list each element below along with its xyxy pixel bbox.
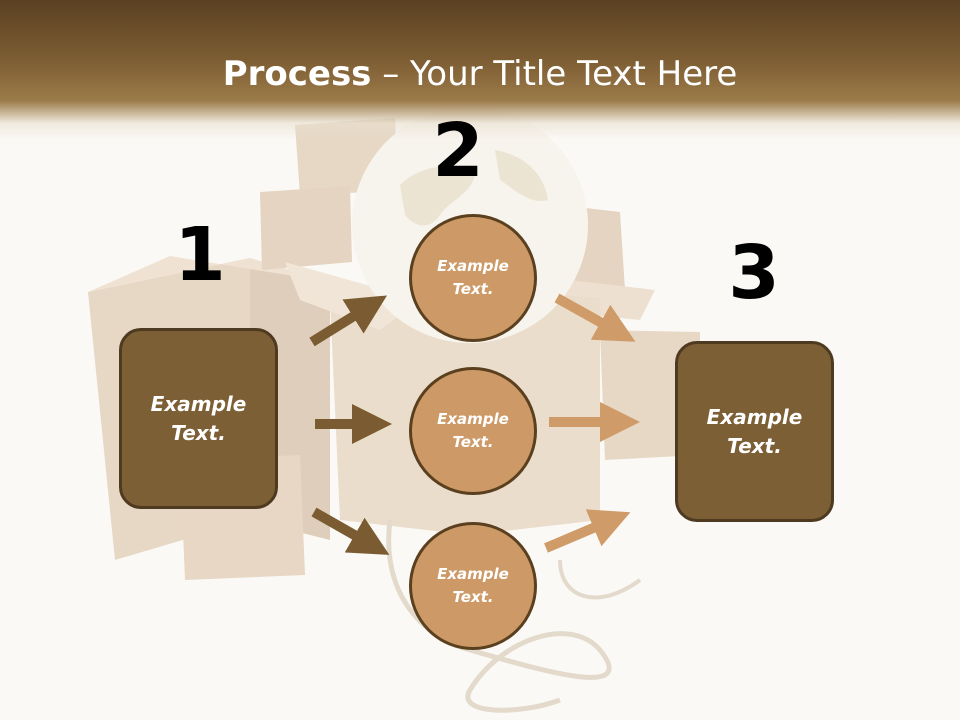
step-3-box: Example Text.: [675, 341, 834, 522]
circle-bottom: Example Text.: [409, 522, 537, 650]
step-1-box: Example Text.: [119, 328, 278, 509]
step-1-label: Example Text.: [150, 391, 247, 445]
circle-bottom-label: Example Text.: [437, 565, 509, 606]
title-bar: [0, 0, 960, 140]
arrow-top-to-3: [554, 293, 636, 342]
step-number-2: 2: [432, 108, 484, 194]
step-number-3: 3: [728, 230, 780, 316]
step-3-label: Example Text.: [706, 404, 803, 458]
step-number-1: 1: [174, 212, 226, 298]
circle-middle-label: Example Text.: [437, 410, 509, 451]
title-rest: – Your Title Text Here: [371, 54, 738, 94]
arrow-1-to-bottom: [311, 507, 390, 555]
circle-middle: Example Text.: [409, 367, 537, 495]
circle-top: Example Text.: [409, 214, 537, 342]
arrow-1-to-top: [309, 295, 387, 347]
slide-title: Process – Your Title Text Here: [0, 52, 960, 96]
circle-top-label: Example Text.: [437, 257, 509, 298]
arrow-bottom-to-3: [544, 509, 631, 553]
title-bold: Process: [222, 54, 372, 94]
